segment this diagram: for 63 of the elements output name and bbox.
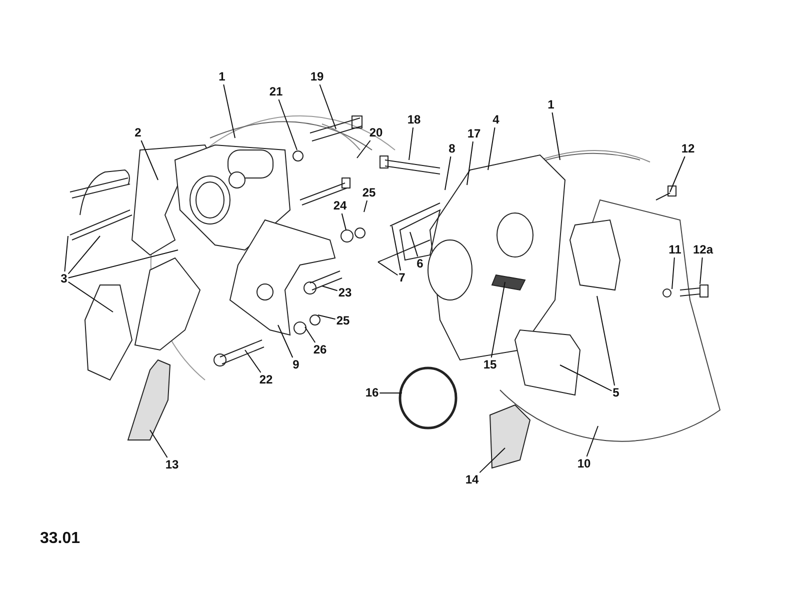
callout-number: 3 — [60, 272, 68, 286]
leader-line — [68, 250, 178, 278]
leader-line — [318, 314, 336, 320]
callout-number: 19 — [310, 70, 324, 84]
leader-line — [278, 99, 298, 150]
leader-line — [319, 84, 336, 130]
leader-line — [392, 226, 402, 271]
leader-line — [322, 286, 338, 292]
leader-line — [466, 141, 474, 186]
leader-line — [479, 448, 506, 474]
callout-number: 11 — [668, 244, 682, 256]
leader-line — [356, 140, 371, 158]
leader-line — [672, 257, 675, 290]
callout-number: 4 — [492, 114, 500, 126]
callout-number: 25 — [336, 314, 350, 328]
leader-line — [278, 324, 294, 358]
callout-number: 13 — [165, 458, 179, 472]
page-number: 33.01 — [40, 530, 80, 548]
callout-number: 17 — [467, 128, 481, 140]
callout-number: 5 — [612, 386, 620, 400]
leader-line — [560, 364, 612, 392]
leader-line — [68, 236, 100, 274]
callout-number: 26 — [313, 344, 327, 356]
leader-line — [364, 200, 368, 212]
callout-number: 20 — [369, 126, 383, 140]
callout-number: 6 — [416, 258, 424, 270]
callout-number: 24 — [333, 200, 347, 212]
leader-line — [378, 262, 398, 276]
leader-line — [444, 156, 452, 190]
callout-number: 1 — [548, 98, 554, 112]
leader-line — [700, 257, 703, 284]
leader-line — [341, 213, 346, 230]
leader-line — [223, 84, 236, 138]
leader-line — [596, 296, 616, 386]
callout-number: 15 — [483, 358, 497, 372]
callout-number: 12 — [681, 142, 695, 156]
callout-number: 22 — [259, 374, 273, 386]
leader-line — [244, 350, 262, 373]
leader-line — [68, 281, 114, 312]
callout-number: 7 — [398, 272, 406, 284]
callout-number: 9 — [292, 358, 300, 372]
leader-line — [150, 430, 168, 458]
callout-number: 21 — [269, 86, 283, 98]
leader-line — [408, 127, 414, 160]
leader-line — [304, 326, 316, 343]
callout-number: 8 — [448, 142, 456, 156]
leader-line — [586, 426, 598, 457]
leader-line — [552, 112, 560, 160]
leader-line — [410, 232, 418, 257]
leader-line — [64, 236, 68, 272]
leader-line — [488, 127, 496, 170]
callout-number: 18 — [407, 114, 421, 126]
callout-number: 10 — [577, 458, 591, 470]
callout-number: 2 — [134, 126, 142, 140]
leader-line — [379, 392, 402, 394]
callout-number: 12a — [692, 244, 714, 256]
leader-line — [490, 282, 506, 358]
callout-number: 14 — [465, 474, 479, 486]
callout-number: 16 — [365, 386, 379, 400]
callout-number: 1 — [218, 70, 226, 84]
leader-line — [670, 156, 686, 192]
callout-number: 23 — [338, 286, 352, 300]
callout-number: 25 — [362, 186, 376, 200]
